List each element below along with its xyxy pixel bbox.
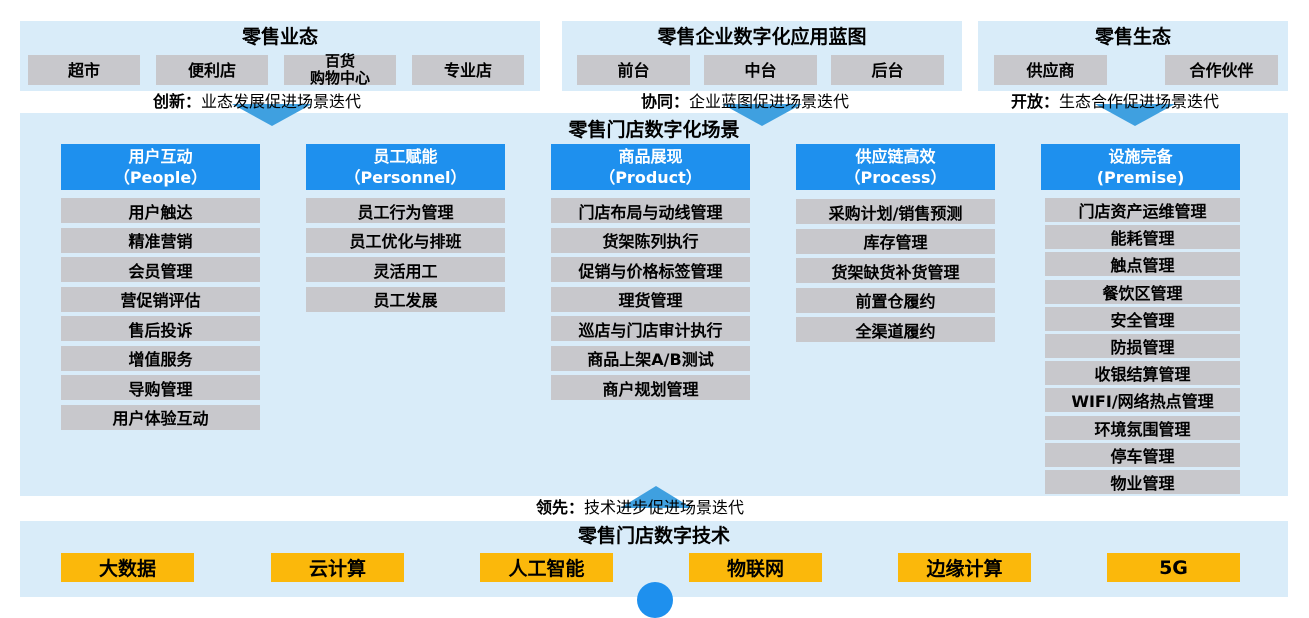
panel-title: 零售生态 <box>1094 26 1171 48</box>
scene-item: 员工优化与排班 <box>306 227 505 253</box>
scene-item: 门店布局与动线管理 <box>551 198 750 223</box>
column-head-people: 用户互动（People） <box>61 144 260 190</box>
column-head-product: 商品展现（Product） <box>551 144 750 190</box>
scene-item: 导购管理 <box>61 375 260 400</box>
format-item: 超市 <box>28 55 140 85</box>
scene-item: 用户体验互动 <box>61 404 260 430</box>
scene-item: 前置仓履约 <box>796 287 995 313</box>
scene-item: 商品上架A/B测试 <box>551 345 750 371</box>
ecosystem-item: 供应商 <box>994 55 1107 85</box>
circle-icon <box>637 582 673 618</box>
tech-item: 大数据 <box>61 553 194 582</box>
scene-item: 精准营销 <box>61 227 260 253</box>
tech-item: 人工智能 <box>480 553 613 582</box>
scene-item: 员工发展 <box>306 286 505 312</box>
tech-item: 云计算 <box>271 553 404 582</box>
down-arrow-icon <box>1095 104 1175 126</box>
leading-caption: 领先：技术进步促进场景迭代 <box>536 498 745 517</box>
scene-item: 巡店与门店审计执行 <box>551 316 750 341</box>
column-head-personnel: 员工赋能（Personnel） <box>306 144 505 190</box>
scene-item: 物业管理 <box>1045 470 1240 494</box>
column-head-process: 供应链高效（Process） <box>796 144 995 190</box>
blueprint-item: 前台 <box>577 55 690 85</box>
blueprint-item: 中台 <box>704 55 817 85</box>
scene-item: 安全管理 <box>1045 306 1240 331</box>
scene-item: 停车管理 <box>1045 442 1240 467</box>
down-arrow-icon <box>722 104 802 126</box>
blueprint-item: 后台 <box>831 55 944 85</box>
scene-item: 员工行为管理 <box>306 198 505 223</box>
openness-caption: 开放：生态合作促进场景迭代 <box>1011 92 1220 111</box>
tech-title: 零售门店数字技术 <box>577 525 730 547</box>
down-arrow-icon <box>232 104 312 126</box>
scene-item: 餐饮区管理 <box>1045 279 1240 304</box>
scene-item: 用户触达 <box>61 198 260 223</box>
scene-item: 会员管理 <box>61 257 260 282</box>
scene-item: 售后投诉 <box>61 316 260 341</box>
tech-item: 5G <box>1107 553 1240 582</box>
scene-item: 能耗管理 <box>1045 225 1240 250</box>
ecosystem-item: 合作伙伴 <box>1165 55 1278 85</box>
format-item: 百货 购物中心 <box>284 53 396 87</box>
scene-item: 货架缺货补货管理 <box>796 258 995 283</box>
main-title: 零售门店数字化场景 <box>568 119 740 141</box>
column-head-premise: 设施完备(Premise) <box>1041 144 1240 190</box>
scene-item: 触点管理 <box>1045 252 1240 277</box>
tech-item: 物联网 <box>689 553 822 582</box>
scene-item: 促销与价格标签管理 <box>551 257 750 282</box>
panel-title: 零售业态 <box>241 26 318 48</box>
scene-item: 全渠道履约 <box>796 317 995 342</box>
panel-title: 零售企业数字化应用蓝图 <box>657 26 867 48</box>
format-item: 专业店 <box>412 55 524 85</box>
scene-item: 货架陈列执行 <box>551 227 750 253</box>
scene-item: 采购计划/销售预测 <box>796 199 995 224</box>
collaboration-caption: 协同：企业蓝图促进场景迭代 <box>641 92 850 111</box>
scene-item: 防损管理 <box>1045 334 1240 358</box>
scene-item: WIFI/网络热点管理 <box>1045 388 1240 413</box>
scene-item: 增值服务 <box>61 345 260 371</box>
scene-item: 库存管理 <box>796 228 995 254</box>
scene-item: 灵活用工 <box>306 257 505 282</box>
innovation-caption: 创新：业态发展促进场景迭代 <box>153 92 362 111</box>
format-item: 便利店 <box>156 55 268 85</box>
scene-item: 理货管理 <box>551 286 750 312</box>
scene-item: 环境氛围管理 <box>1045 415 1240 440</box>
scene-item: 商户规划管理 <box>551 375 750 400</box>
scene-item: 门店资产运维管理 <box>1045 198 1240 222</box>
scene-item: 收银结算管理 <box>1045 361 1240 386</box>
scene-item: 营促销评估 <box>61 286 260 312</box>
tech-item: 边缘计算 <box>898 553 1031 582</box>
up-arrow-icon <box>620 486 692 508</box>
